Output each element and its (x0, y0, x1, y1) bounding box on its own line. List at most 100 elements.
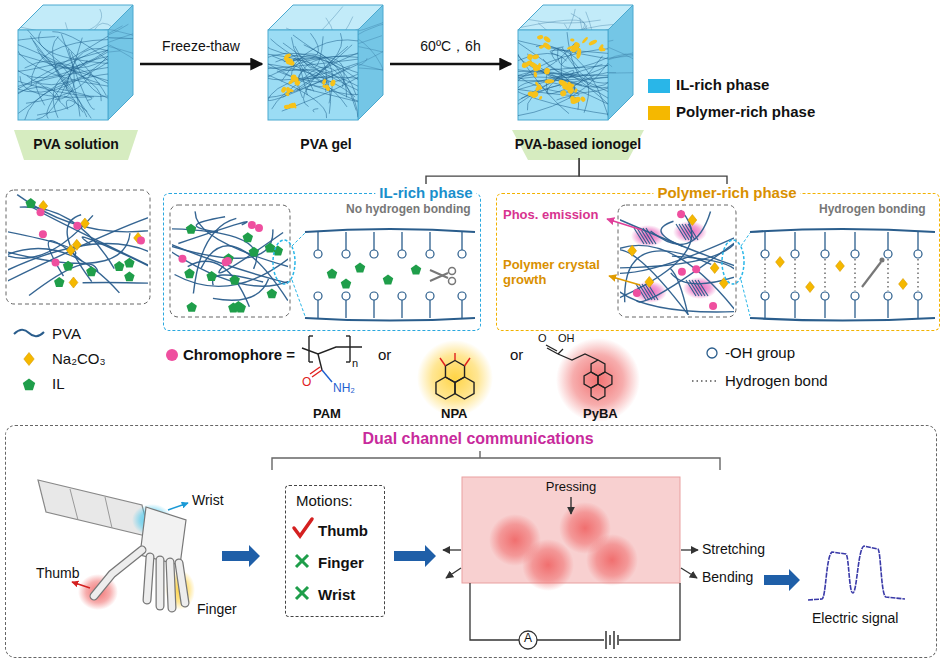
node-text: No hydrogen bonding (346, 203, 471, 217)
hydrogel-cube (322, 84, 326, 89)
il-rich-schematic (213, 275, 263, 285)
needle-icon (862, 262, 881, 287)
zoom-callout (292, 233, 305, 246)
pva-solution-schematic (86, 266, 96, 276)
il-rich-schematic (267, 288, 277, 298)
atom-label: O (538, 332, 547, 345)
hydrogel-cube (268, 33, 358, 118)
hydrogel-cube (473, 17, 669, 95)
chemical-structure (440, 358, 446, 366)
hydrogel-cube (551, 47, 608, 117)
hydrogel-cube (518, 59, 608, 93)
application-panel: Motions:ThumbFingerWristPressingDual cha… (5, 425, 937, 658)
polymer-chain (791, 292, 799, 300)
polymer-chain (370, 250, 378, 258)
hydrogel-cube (539, 44, 545, 49)
il-rich-schematic (233, 301, 243, 311)
polymer-rich-schematic (633, 289, 641, 297)
polymer-chain (791, 250, 799, 258)
hydrogel-cube (543, 67, 550, 75)
chemical-structure (454, 353, 455, 360)
polymer-chain (761, 292, 769, 300)
hydrogel-cube (18, 37, 108, 102)
polymer-chain (317, 300, 318, 318)
polymer-chain (824, 300, 825, 318)
pva-solution-schematic (8, 215, 93, 258)
hydrogel-cube (532, 54, 540, 60)
pva-solution-schematic (17, 195, 148, 232)
hydrogel-cube (61, 34, 94, 109)
hydrogel-cube (473, 5, 669, 120)
il-rich-schematic (206, 271, 216, 281)
chemical-structure (465, 358, 471, 366)
il-rich-schematic (229, 275, 239, 285)
node-heading: PVA-based ionogel (515, 136, 642, 152)
robot-hand (179, 563, 185, 603)
polymer-chain (764, 232, 765, 250)
green-plane (512, 130, 644, 160)
hydrogel-cube (295, 36, 323, 68)
chromophore-label: Chromophore = (183, 346, 295, 363)
polymer-chain (761, 250, 769, 258)
polymer-chain (776, 257, 785, 268)
il-rich-schematic (186, 224, 196, 234)
pva-solution-schematic (137, 236, 145, 244)
legend-swatch (648, 79, 670, 93)
hydrogel-cube (559, 89, 568, 97)
hydrogel-cube (324, 84, 331, 92)
zoom-callout (292, 280, 305, 316)
polymer-chain (411, 265, 421, 275)
scissors-icon (430, 268, 456, 285)
legend-text: -OH group (725, 344, 795, 361)
node-text: Thumb (318, 522, 368, 539)
sensor-film (522, 539, 574, 591)
il-rich-schematic (224, 257, 232, 265)
body-part-label: Wrist (192, 492, 224, 508)
hydrogel-cube (518, 82, 608, 119)
il-rich-schematic (172, 229, 257, 269)
hydrogel-cube (268, 53, 358, 97)
robot-hand (70, 489, 78, 520)
node-text: Wrist (318, 586, 355, 603)
bracket-line (272, 451, 720, 470)
hydrogel-cube (37, 96, 75, 115)
polymer-chain (345, 232, 346, 250)
compound-name: PyBA (583, 407, 618, 422)
hydrogel-cube (570, 38, 575, 42)
polymer-chain (806, 282, 815, 293)
sensor-box: Pressing (462, 477, 680, 583)
pva-solution-schematic (124, 258, 134, 268)
robot-hand (94, 550, 142, 596)
legend-sample (24, 353, 34, 366)
circuit (470, 583, 680, 640)
polymer-chain (373, 300, 374, 318)
hydrogel-cube (19, 54, 108, 89)
polymer-rich-schematic (709, 302, 717, 310)
hydrogel-cube (527, 76, 608, 111)
polymer-rich-schematic (620, 212, 734, 275)
chemical-structure (346, 361, 350, 362)
pva-solution-schematic (63, 261, 73, 271)
process-arrow (140, 63, 262, 66)
polymer-rich-schematic (719, 278, 728, 289)
polymer-chain (341, 279, 351, 289)
bracket-line (272, 451, 720, 470)
polymer-rich-schematic (710, 262, 719, 273)
hydrogel-cube (285, 57, 292, 65)
robot-hand (105, 497, 112, 528)
callout-text: Phos. emission (503, 208, 598, 223)
robot-hand (157, 560, 164, 606)
il-rich-schematic (243, 232, 253, 242)
motion-mark (294, 519, 312, 599)
polymer-chain (750, 229, 935, 321)
hydrogel-cube (588, 39, 598, 46)
robot-hand (179, 563, 185, 603)
polymer-rich-schematic (678, 268, 686, 276)
chemical-structure (308, 336, 309, 362)
hydrogel-cube (518, 76, 588, 113)
polymer-chain (355, 263, 365, 273)
node-text: Hydrogen bonding (819, 203, 926, 217)
body-part-label: Thumb (36, 565, 80, 581)
polymer-chain (794, 300, 795, 318)
pva-solution-schematic (72, 239, 81, 250)
